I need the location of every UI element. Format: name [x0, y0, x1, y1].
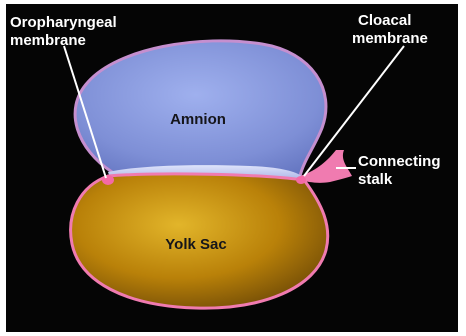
cloacal-membrane	[296, 176, 306, 184]
connecting-stalk-label-line2: stalk	[358, 171, 393, 188]
yolk-sac-label: Yolk Sac	[165, 236, 226, 253]
oropharyngeal-membrane	[102, 175, 114, 185]
cloacal-label-line1: Cloacal	[358, 12, 411, 29]
connecting-stalk-label-line1: Connecting	[358, 153, 441, 170]
oropharyngeal-label-line1: Oropharyngeal	[10, 14, 117, 31]
cloacal-label-line2: membrane	[352, 30, 428, 47]
oropharyngeal-label-line2: membrane	[10, 32, 86, 49]
amnion-label: Amnion	[170, 111, 226, 128]
